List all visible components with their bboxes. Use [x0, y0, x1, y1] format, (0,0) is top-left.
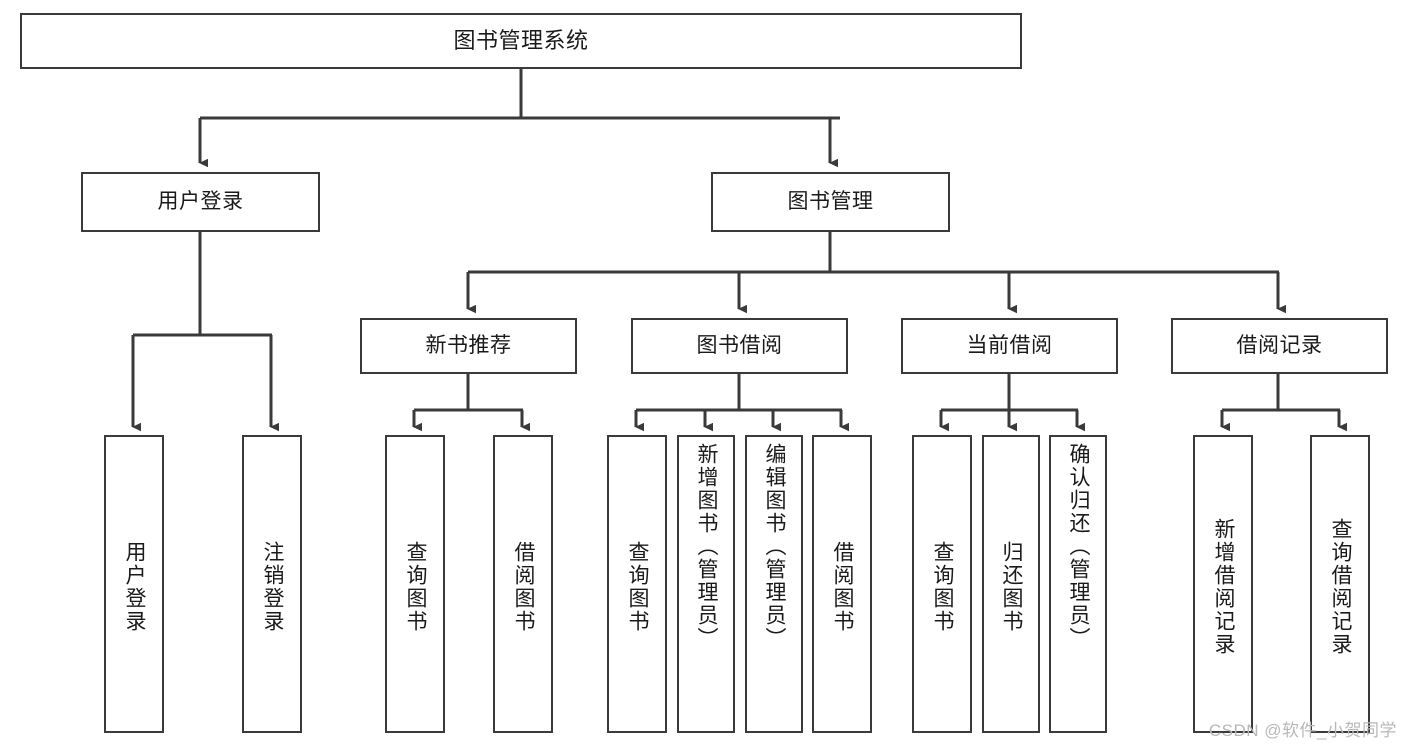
node-label: 借阅图书 — [512, 541, 536, 633]
node-label: 查询借阅记录 — [1329, 518, 1353, 656]
node-new-book-recommend[interactable]: 新书推荐 — [360, 318, 577, 374]
leaf-book-borrow-edit-admin[interactable]: 编辑图书（管理员） — [745, 435, 803, 733]
leaf-new-book-query[interactable]: 查询图书 — [385, 435, 445, 733]
node-book-management[interactable]: 图书管理 — [711, 172, 950, 232]
node-label: 新书推荐 — [425, 333, 512, 357]
leaf-book-borrow-borrow[interactable]: 借阅图书 — [812, 435, 872, 733]
node-label: 用户登录 — [123, 541, 147, 633]
leaf-current-borrow-query[interactable]: 查询图书 — [912, 435, 972, 733]
node-label: 借阅图书 — [831, 541, 855, 633]
node-label: 图书借阅 — [696, 333, 783, 357]
node-borrow-records[interactable]: 借阅记录 — [1171, 318, 1388, 374]
node-book-borrow[interactable]: 图书借阅 — [631, 318, 848, 374]
node-label: 用户登录 — [157, 189, 244, 213]
leaf-borrow-record-add[interactable]: 新增借阅记录 — [1193, 435, 1253, 733]
node-label: 归还图书 — [1000, 541, 1024, 633]
node-label: 查询图书 — [404, 541, 428, 633]
node-label: 图书管理 — [787, 189, 874, 213]
node-current-borrow[interactable]: 当前借阅 — [901, 318, 1118, 374]
leaf-book-borrow-add-admin[interactable]: 新增图书（管理员） — [677, 435, 735, 733]
node-root-book-management-system[interactable]: 图书管理系统 — [20, 13, 1022, 69]
leaf-new-book-borrow[interactable]: 借阅图书 — [493, 435, 553, 733]
node-label: 图书管理系统 — [453, 27, 589, 53]
node-label: 确认归还（管理员） — [1067, 443, 1091, 650]
node-label: 新增借阅记录 — [1212, 518, 1236, 656]
node-label: 编辑图书（管理员） — [763, 443, 787, 650]
leaf-user-login-signout[interactable]: 注销登录 — [242, 435, 302, 733]
leaf-borrow-record-query[interactable]: 查询借阅记录 — [1310, 435, 1370, 733]
node-label: 查询图书 — [626, 541, 650, 633]
node-label: 查询图书 — [931, 541, 955, 633]
leaf-user-login-signin[interactable]: 用户登录 — [104, 435, 164, 733]
csdn-watermark: CSDN @软件_小贺同学 — [1208, 721, 1397, 740]
node-label: 新增图书（管理员） — [695, 443, 719, 650]
leaf-current-borrow-return[interactable]: 归还图书 — [982, 435, 1040, 733]
leaf-book-borrow-query[interactable]: 查询图书 — [607, 435, 667, 733]
leaf-current-borrow-confirm-admin[interactable]: 确认归还（管理员） — [1049, 435, 1107, 733]
node-label: 注销登录 — [261, 541, 285, 633]
node-label: 借阅记录 — [1236, 333, 1323, 357]
node-user-login[interactable]: 用户登录 — [81, 172, 320, 232]
node-label: 当前借阅 — [966, 333, 1053, 357]
